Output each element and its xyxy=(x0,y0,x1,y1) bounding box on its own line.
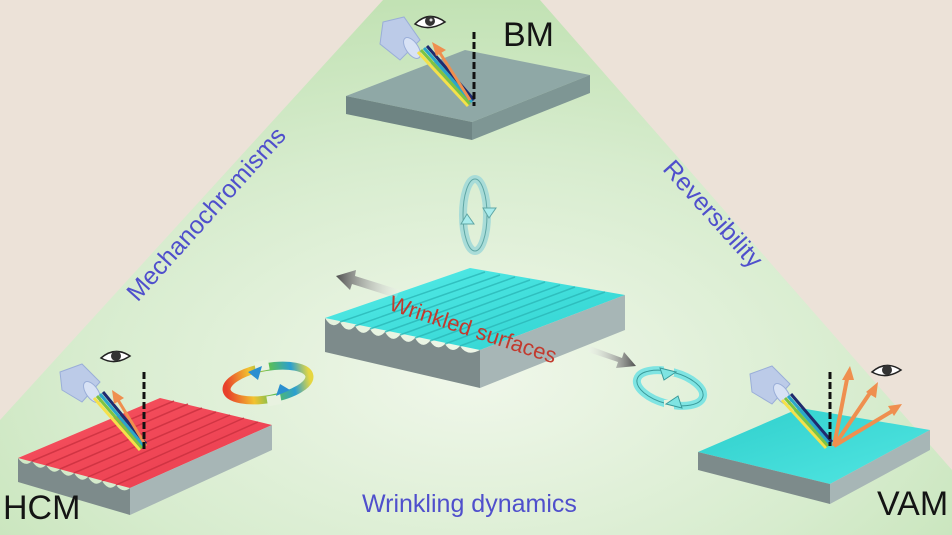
corner-label-bm: BM xyxy=(503,16,554,54)
vam-cycle-arrows-icon xyxy=(632,366,708,410)
edge-label-wrinkling-dynamics: Wrinkling dynamics xyxy=(362,490,577,518)
hcm-sample xyxy=(18,350,272,515)
bm-reflected-arrow xyxy=(432,42,472,101)
hcm-slab-front xyxy=(18,458,130,515)
bm-cycle-arrows-icon xyxy=(459,175,497,255)
stretch-arrow-left xyxy=(336,270,400,298)
bm-slab-front xyxy=(346,96,472,140)
vam-sample xyxy=(698,364,930,504)
bm-eye-icon xyxy=(413,15,447,29)
corner-label-hcm: HCM xyxy=(3,489,81,527)
wrinkle-ridges xyxy=(339,271,606,347)
bm-light-source-icon xyxy=(379,16,421,61)
vam-spectrum-beam xyxy=(780,393,834,450)
bm-slab-top xyxy=(346,50,590,122)
hcm-slab-side xyxy=(130,425,272,515)
bm-slab-side xyxy=(472,75,590,140)
wrinkled-surface-sample xyxy=(325,268,625,388)
hcm-cycle-arrows-icon xyxy=(222,359,314,407)
corner-label-vam: VAM xyxy=(877,485,949,523)
vam-scattered-arrows xyxy=(832,366,902,448)
bm-sample xyxy=(346,15,590,140)
stretch-arrow-right xyxy=(588,346,636,368)
wrinkled-slab-side xyxy=(480,295,625,388)
vam-slab-front xyxy=(698,452,830,504)
hcm-spectrum-beam xyxy=(92,391,148,451)
hcm-wrinkle-ridges xyxy=(31,400,259,486)
vam-slab-top xyxy=(698,408,930,484)
hcm-eye-icon xyxy=(99,350,132,363)
wrinkled-slab-front xyxy=(325,318,480,388)
vam-slab-side xyxy=(830,430,930,504)
vam-eye-icon xyxy=(870,364,903,377)
hcm-reflected-arrow xyxy=(112,390,148,447)
